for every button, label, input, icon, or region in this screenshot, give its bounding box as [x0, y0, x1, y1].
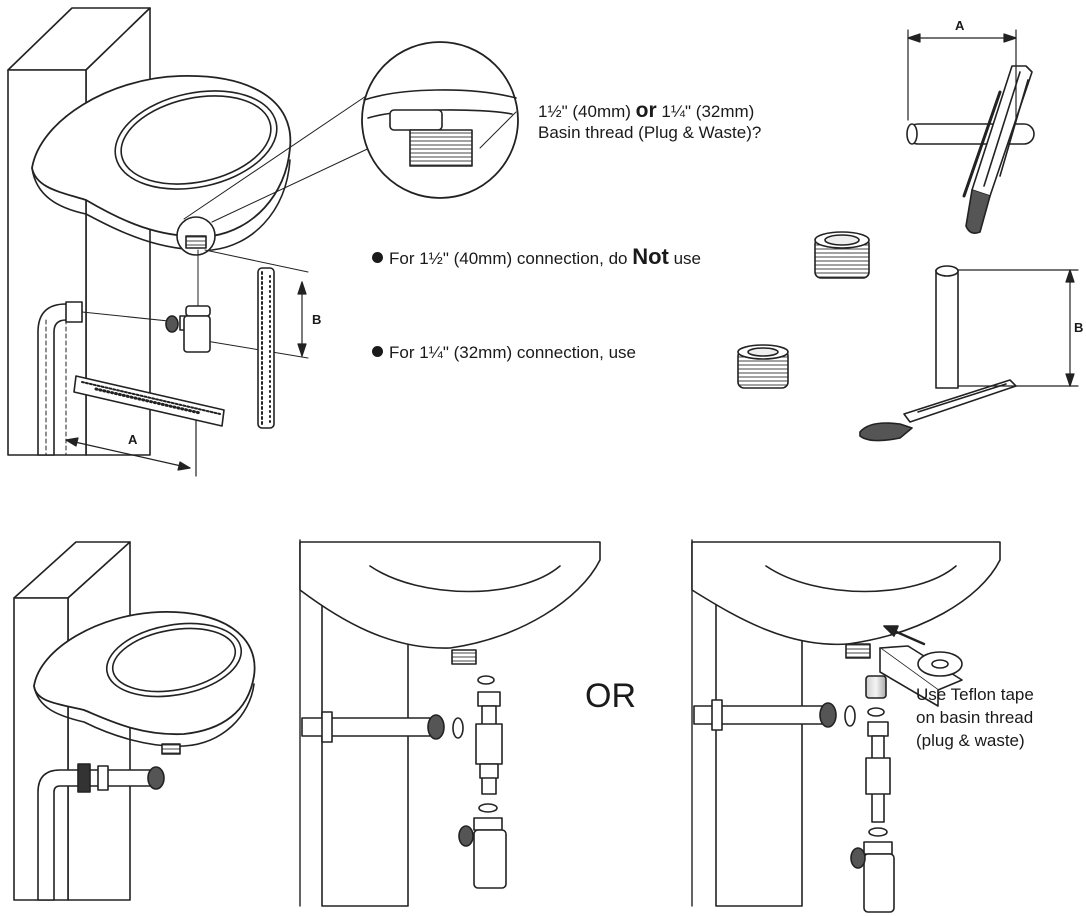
dimension-b-label-left: B [312, 312, 322, 327]
basin-icon [31, 75, 292, 251]
teflon-tape-note: Use Teflon tape on basin thread (plug & … [916, 684, 1086, 753]
dimension-a-label-right: A [955, 18, 965, 33]
dimension-b-label-right: B [1074, 320, 1084, 335]
note-40mm-prefix: For 1½" (40mm) connection, do [389, 249, 633, 268]
dimension-a-left [65, 419, 197, 477]
note-40mm: For 1½" (40mm) connection, do Not use [372, 244, 701, 270]
note-32mm: For 1¼" (32mm) connection, use [372, 343, 636, 363]
basin-underside-right [691, 541, 1001, 659]
trap-parts-exploded-right [850, 675, 895, 913]
waste-pipe-icon-right [693, 699, 856, 731]
outlet-detail-marker [176, 91, 379, 256]
tape-measure-icon [73, 375, 225, 427]
thread-question: 1½" (40mm) or 1¼" (32mm) Basin thread (P… [538, 98, 761, 144]
note-32mm-text: For 1¼" (32mm) connection, use [389, 343, 636, 362]
waste-pipe-icon-bottom [37, 763, 165, 901]
dimension-a-right [907, 29, 1017, 121]
wall-section-middle [299, 539, 409, 907]
bullet-icon [372, 346, 383, 357]
tape-note-line-3: (plug & waste) [916, 730, 1025, 750]
tape-measure-vertical-icon [257, 267, 275, 429]
pipe-cutter-vertical-icon [859, 265, 1017, 442]
size-40mm-label: 1½" (40mm) [538, 102, 636, 121]
waste-pipe-icon [37, 301, 83, 456]
basin-icon-bottom [33, 611, 256, 755]
bullet-icon [372, 252, 383, 263]
or-separator: OR [585, 677, 636, 715]
thread-adapter-icon-small [737, 344, 789, 389]
note-40mm-not: Not [632, 244, 669, 269]
note-40mm-suffix: use [668, 249, 701, 268]
tape-note-line-2: on basin thread [916, 707, 1034, 727]
waste-pipe-icon-middle [301, 711, 464, 743]
tape-note-line-1: Use Teflon tape [916, 685, 1034, 704]
dimension-b-right [957, 269, 1079, 387]
pipe-cutter-icon [906, 65, 1035, 234]
teflon-tape-icon [879, 625, 963, 707]
dimension-a-label-left: A [128, 432, 138, 447]
basin-thread-label: Basin thread (Plug & Waste)? [538, 123, 762, 143]
basin-underside-middle [299, 541, 601, 665]
trap-parts-exploded [458, 675, 507, 889]
dimension-b-left [297, 281, 307, 357]
thread-adapter-icon [814, 231, 870, 279]
or-inline-label: or [635, 99, 657, 122]
size-32mm-label: 1¼" (32mm) [656, 102, 755, 121]
wall-section-right [691, 539, 803, 907]
thread-magnifier [361, 41, 519, 199]
bottle-trap-icon [165, 305, 211, 353]
